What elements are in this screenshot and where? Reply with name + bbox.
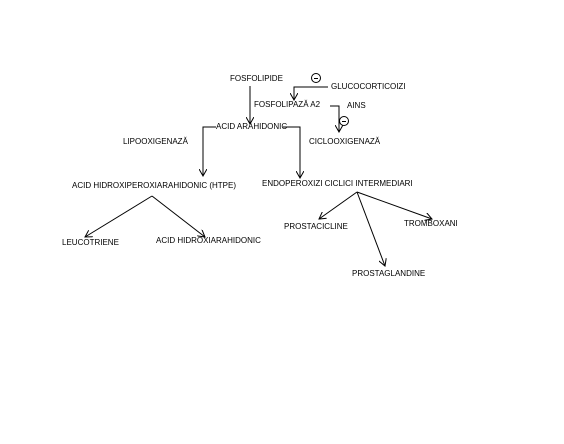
node-tromboxani: TROMBOXANI bbox=[404, 219, 458, 228]
arrow-acid-to-htpe bbox=[203, 126, 216, 176]
arrow-endoperoxizi-to-tromboxani bbox=[356, 191, 432, 219]
node-lipooxigenaza: LIPOOXIGENAZĂ bbox=[123, 137, 188, 146]
arrow-htpe-to-acid-hidroxi bbox=[151, 195, 205, 237]
minus-circle-icon bbox=[339, 116, 349, 126]
node-fosfolipaza: FOSFOLIPAZĂ A2 bbox=[254, 100, 321, 109]
node-acid-arahidonic: ACID ARAHIDONIC bbox=[216, 122, 288, 131]
arrow-ains-inhibition bbox=[330, 105, 339, 132]
node-prostaglandine: PROSTAGLANDINE bbox=[352, 269, 426, 278]
node-ains: AINS bbox=[347, 101, 366, 110]
node-leucotriene: LEUCOTRIENE bbox=[62, 238, 119, 247]
node-htpe: ACID HIDROXIPEROXIARAHIDONIC (HTPE) bbox=[72, 181, 237, 190]
arrow-acid-to-endoperoxizi bbox=[283, 126, 300, 178]
minus-circle-icon bbox=[311, 73, 321, 83]
node-acid-hidroxiarahidonic: ACID HIDROXIARAHIDONIC bbox=[156, 236, 261, 245]
node-ciclooxigenaza: CICLOOXIGENAZĂ bbox=[309, 137, 381, 146]
arrow-glucocorticoizi-inhibition bbox=[294, 86, 328, 100]
node-endoperoxizi: ENDOPEROXIZI CICLICI INTERMEDIARI bbox=[262, 179, 413, 188]
arrow-endoperoxizi-to-prostaglandine bbox=[356, 191, 385, 266]
arrow-htpe-to-leucotriene bbox=[85, 195, 153, 237]
node-prostacicline: PROSTACICLINE bbox=[284, 222, 348, 231]
arrow-endoperoxizi-to-prostacicline bbox=[319, 191, 358, 219]
node-fosfolipide: FOSFOLIPIDE bbox=[230, 74, 283, 83]
node-glucocorticoizi: GLUCOCORTICOIZI bbox=[331, 82, 406, 91]
